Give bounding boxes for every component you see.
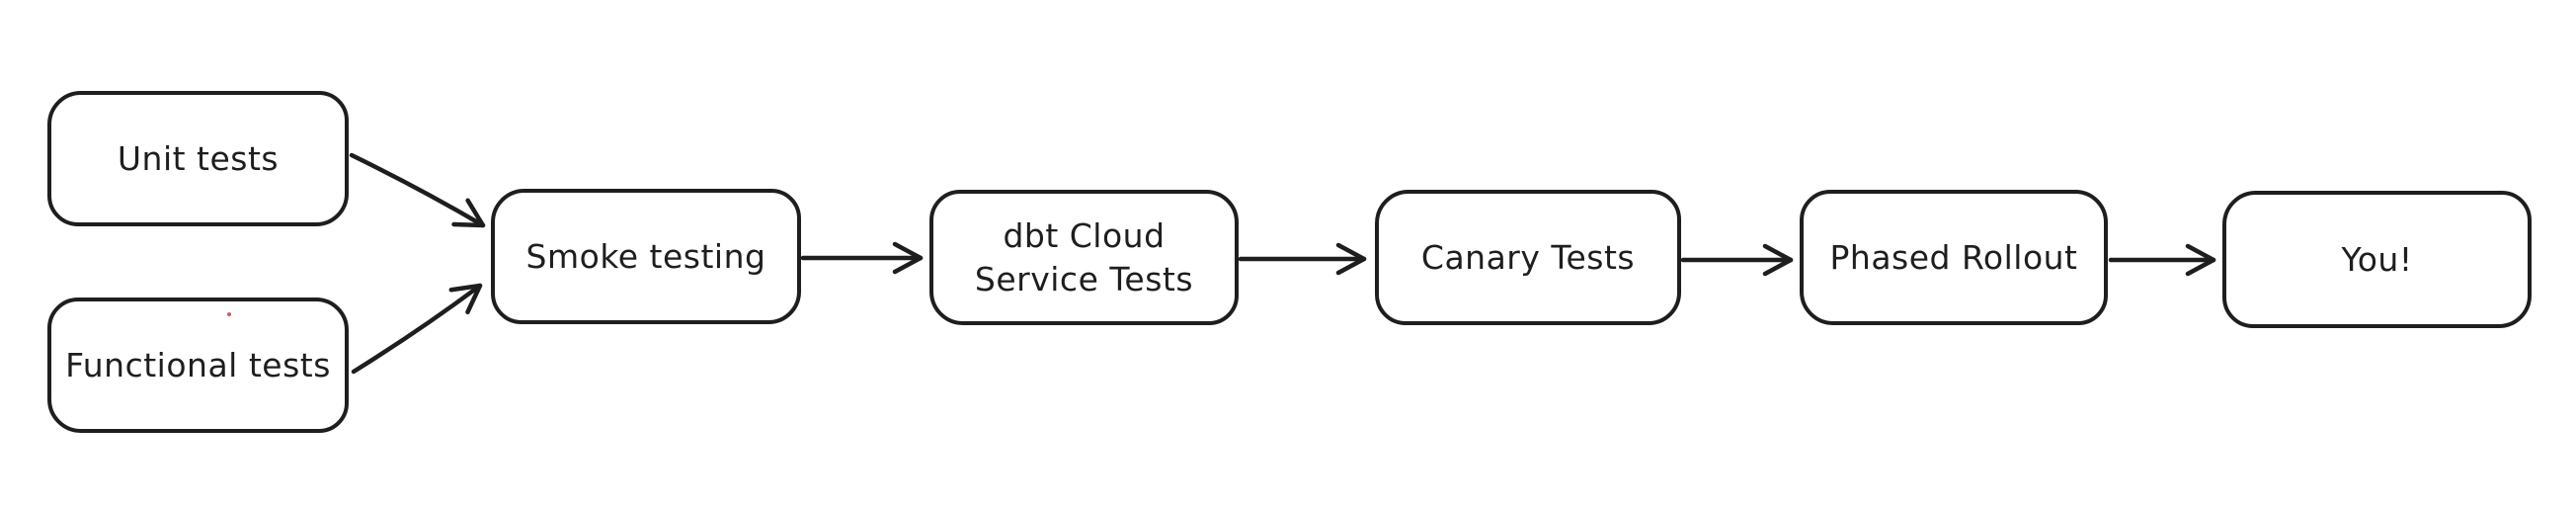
- node-you[interactable]: You!: [2222, 191, 2532, 328]
- node-phased-rollout[interactable]: Phased Rollout: [1800, 190, 2108, 325]
- node-phased-rollout-label: Phased Rollout: [1829, 237, 2078, 277]
- edge-unit-tests-to-smoke-testing[interactable]: [349, 152, 486, 228]
- node-canary-tests-label: Canary Tests: [1420, 237, 1636, 277]
- node-dbt-cloud-service-tests[interactable]: dbt Cloud Service Tests: [929, 190, 1239, 325]
- edge-functional-tests-to-smoke-testing[interactable]: [351, 283, 483, 375]
- node-unit-tests[interactable]: Unit tests: [47, 91, 349, 226]
- node-smoke-testing[interactable]: Smoke testing: [491, 189, 801, 324]
- node-smoke-testing-label: Smoke testing: [525, 236, 766, 276]
- node-canary-tests[interactable]: Canary Tests: [1375, 190, 1681, 325]
- node-functional-tests-label: Functional tests: [65, 345, 331, 384]
- node-unit-tests-label: Unit tests: [117, 138, 280, 178]
- node-dbt-cloud-service-tests-label: dbt Cloud Service Tests: [974, 215, 1194, 298]
- red-speck-artifact: [227, 312, 231, 316]
- node-functional-tests[interactable]: Functional tests: [47, 298, 349, 433]
- node-you-label: You!: [2341, 239, 2413, 279]
